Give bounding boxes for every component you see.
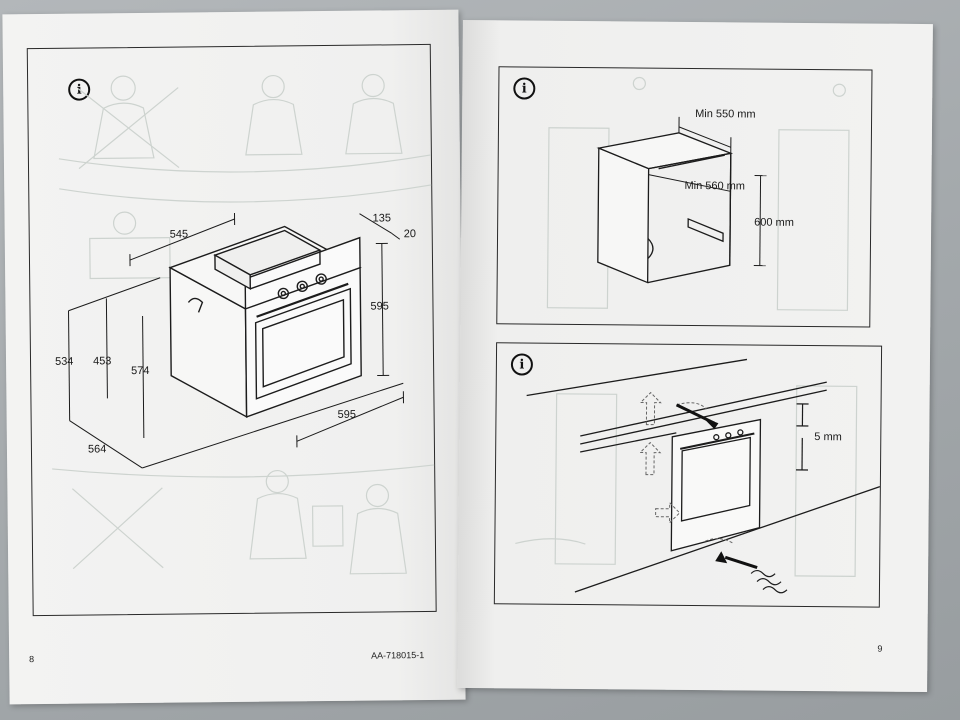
dim-595-height: 595 xyxy=(370,300,388,312)
oven-isometric-drawing: 545 135 20 595 534 453 574 564 595 xyxy=(55,212,416,469)
page-number-right: 9 xyxy=(877,643,883,654)
dim-545: 545 xyxy=(170,228,188,240)
height-600-label: 600 mm xyxy=(754,217,794,229)
dim-534: 534 xyxy=(55,356,73,368)
manual-page-right: i Min 550 mm Mi xyxy=(457,19,933,693)
ventilation-drawing: 5 mm xyxy=(515,358,881,594)
oven-dimensions-panel: i xyxy=(26,43,437,617)
dim-574: 574 xyxy=(131,365,149,377)
dim-453: 453 xyxy=(93,355,111,367)
page-number-left: 8 xyxy=(29,654,35,665)
cabinet-dimensions-panel: i Min 550 mm Mi xyxy=(496,66,873,328)
min-560-label: Min 560 mm xyxy=(684,180,745,193)
installation-ventilation-panel: i xyxy=(493,342,883,608)
min-550-label: Min 550 mm xyxy=(695,108,756,121)
manual-page-left: i xyxy=(2,9,466,705)
dim-564: 564 xyxy=(88,443,106,455)
dim-20: 20 xyxy=(404,228,416,240)
dim-135: 135 xyxy=(372,212,390,224)
gap-5mm-label: 5 mm xyxy=(814,431,842,443)
cabinet-drawing: Min 550 mm Min 560 mm 600 mm xyxy=(546,76,850,311)
document-code: AA-718015-1 xyxy=(371,650,425,661)
dim-595-width: 595 xyxy=(338,409,356,421)
ghost-illustration xyxy=(52,73,435,575)
